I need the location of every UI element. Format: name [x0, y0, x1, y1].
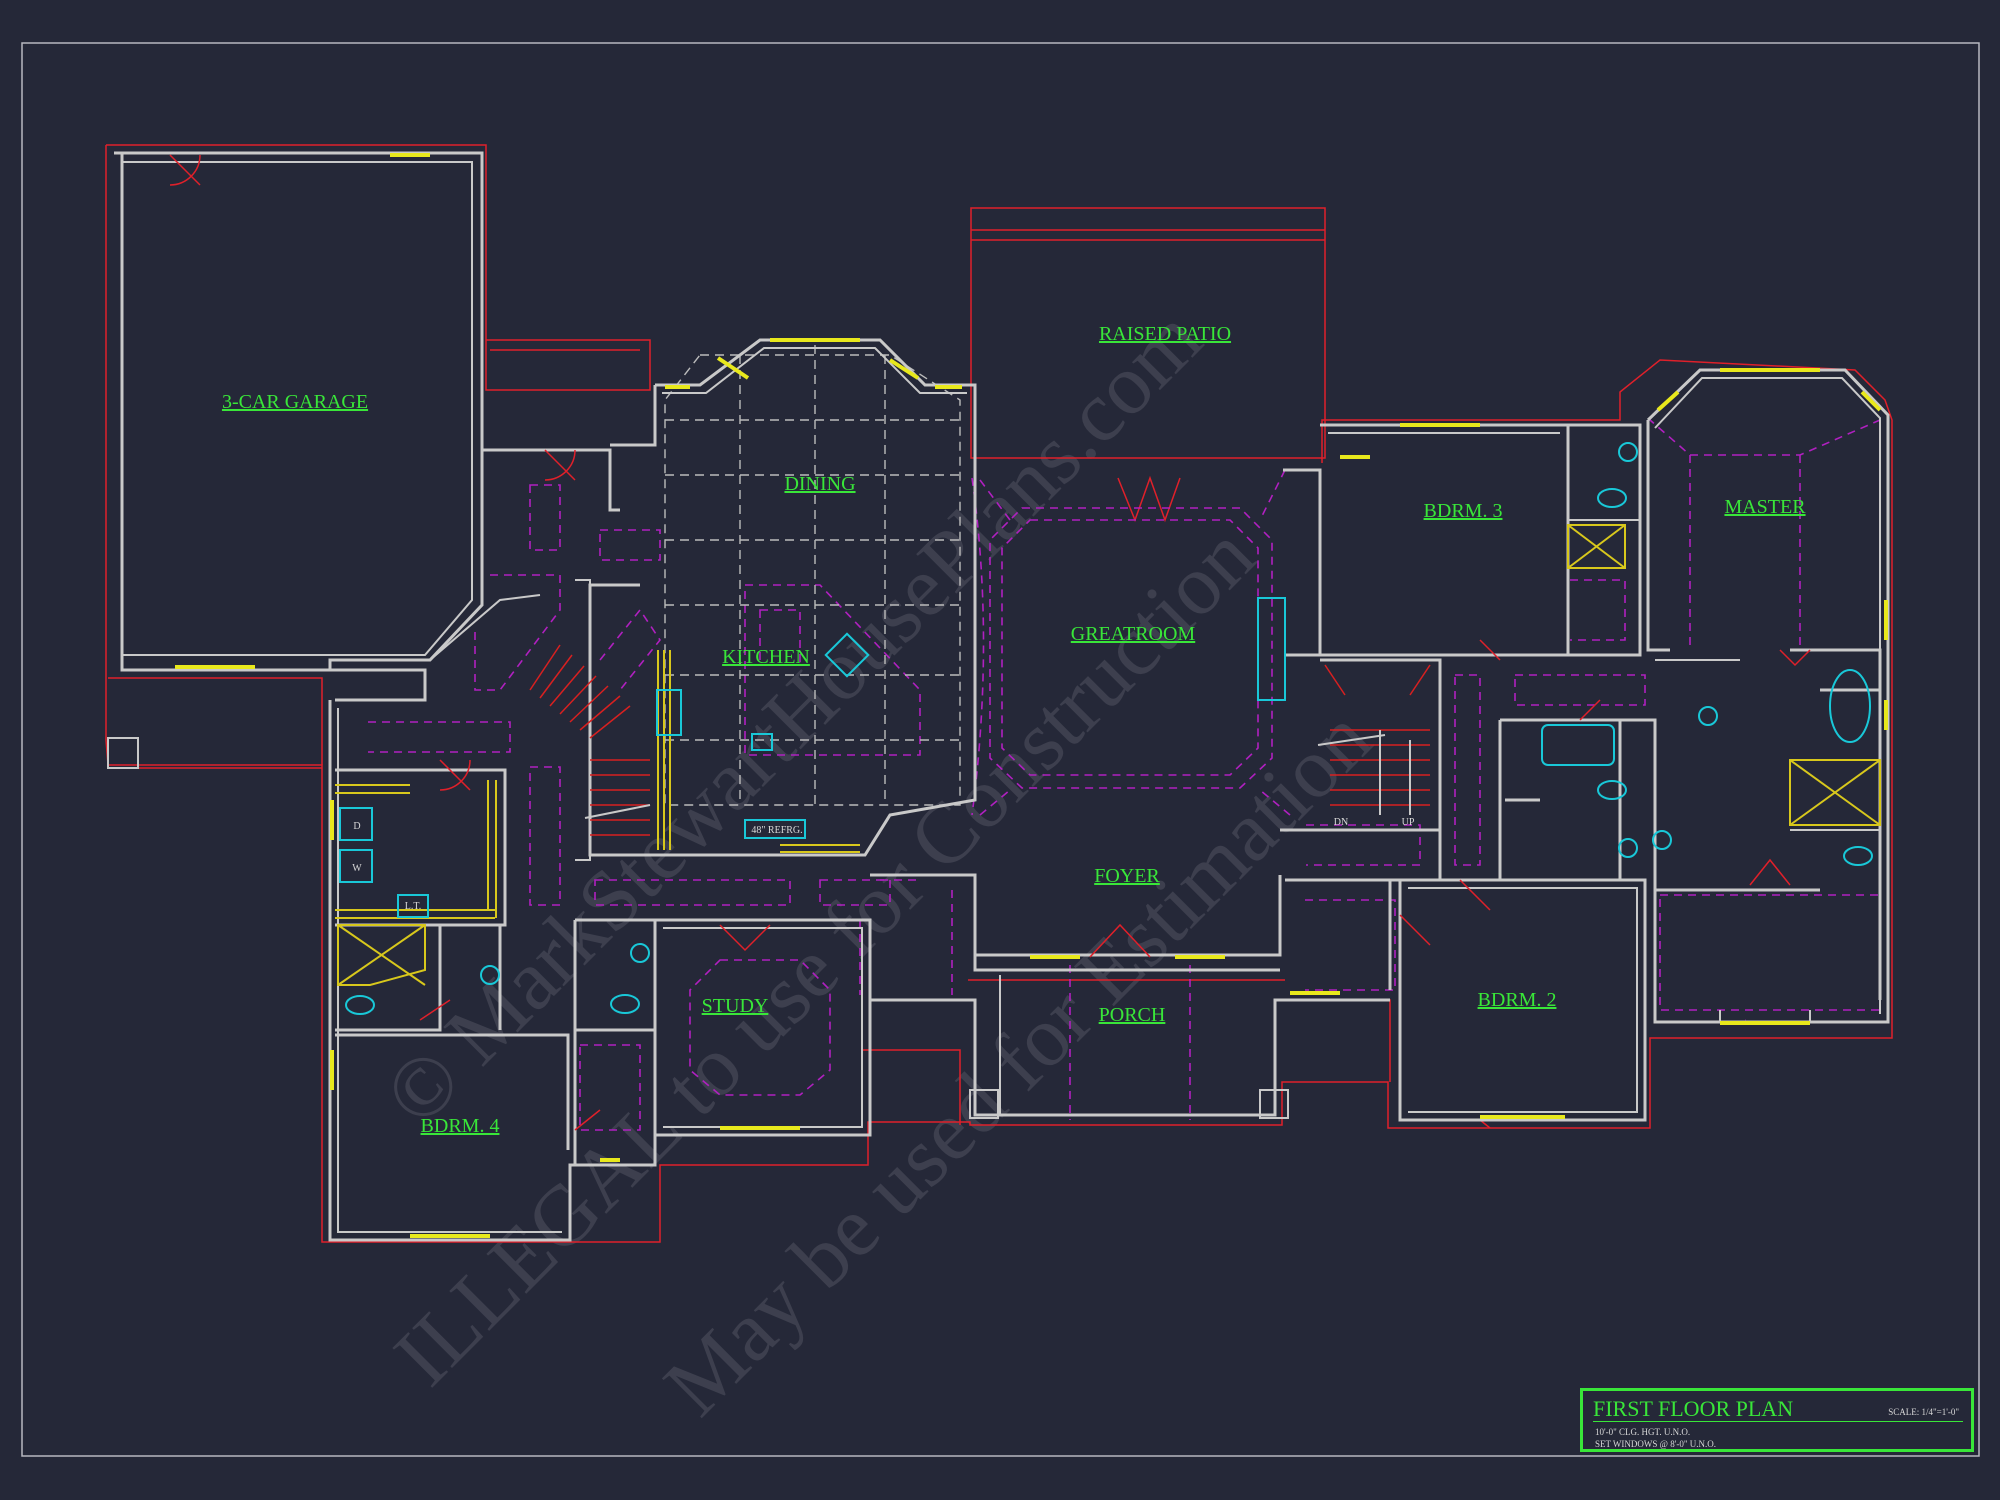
label-garage: 3-CAR GARAGE: [222, 391, 368, 413]
label-laundry-tub: L.T.: [405, 901, 421, 912]
toilet-icon: [480, 965, 500, 985]
label-bdrm-4: BDRM. 4: [421, 1115, 500, 1137]
ceiling-height-note: 10'-0" CLG. HGT. U.N.O.: [1595, 1427, 1691, 1437]
label-stair-up: UP: [1402, 817, 1415, 828]
left-stair: [529, 644, 651, 836]
label-master: MASTER: [1724, 496, 1806, 518]
label-bdrm-2: BDRM. 2: [1478, 989, 1557, 1011]
pantry-shelves: [335, 650, 860, 919]
sink-icon: [1618, 838, 1638, 858]
doors: [169, 154, 1811, 1131]
label-bdrm-3: BDRM. 3: [1424, 500, 1503, 522]
watermark: © MarkStewartHousePlans.com ILLEGAL to u…: [366, 290, 1389, 1434]
label-study: STUDY: [702, 995, 769, 1017]
island-cooktop-icon: [824, 632, 870, 678]
showers: [337, 524, 1881, 986]
label-porch: PORCH: [1099, 1004, 1166, 1026]
toilet-icon: [610, 994, 640, 1014]
right-stair: [1317, 664, 1431, 815]
drawing-title: FIRST FLOOR PLAN: [1593, 1397, 1963, 1422]
kitchen-sink-icon: [656, 689, 682, 736]
toilet-icon: [1597, 780, 1627, 800]
drawing-border: [21, 42, 1980, 1457]
laundry-tub-icon: [397, 894, 429, 918]
sink-icon: [1618, 442, 1638, 462]
toilet-icon: [1597, 488, 1627, 508]
fireplace-icon: [1257, 597, 1286, 701]
stairs: [335, 644, 1431, 919]
label-dining: DINING: [784, 473, 855, 495]
prep-sink-icon: [751, 733, 773, 751]
label-greatroom: GREATROOM: [1071, 623, 1196, 645]
dryer-icon: [339, 807, 373, 841]
drawing-scale: SCALE: 1/4"=1'-0": [1888, 1407, 1959, 1417]
window-height-note: SET WINDOWS @ 8'-0" U.N.O.: [1595, 1439, 1716, 1449]
toilet-icon: [345, 995, 375, 1015]
washer-icon: [339, 849, 373, 883]
ceiling-lines: [368, 419, 1881, 1131]
label-dryer: D: [353, 821, 360, 832]
tub-icon: [1829, 669, 1871, 743]
sink-icon: [630, 943, 650, 963]
label-refrigerator: 48" REFRG.: [751, 825, 802, 836]
label-raised-patio: RAISED PATIO: [1099, 323, 1231, 345]
toilet-icon: [1843, 846, 1873, 866]
roof-outline: [105, 144, 1893, 1243]
fixtures: [339, 442, 1873, 1015]
sink-icon: [1652, 830, 1672, 850]
label-washer: W: [352, 863, 362, 874]
label-foyer: FOYER: [1094, 865, 1160, 887]
title-block: FIRST FLOOR PLAN SCALE: 1/4"=1'-0" 10'-0…: [1580, 1388, 1974, 1452]
room-labels: 3-CAR GARAGE RAISED PATIO DINING KITCHEN…: [222, 323, 1806, 1137]
dining-ceiling-grid: [664, 345, 961, 806]
windows: [175, 153, 1888, 1238]
refrigerator-icon: [744, 819, 806, 839]
label-stair-down: DN: [1334, 817, 1348, 828]
sink-icon: [1698, 706, 1718, 726]
bathtub-icon: [1541, 724, 1615, 766]
label-kitchen: KITCHEN: [722, 646, 810, 668]
